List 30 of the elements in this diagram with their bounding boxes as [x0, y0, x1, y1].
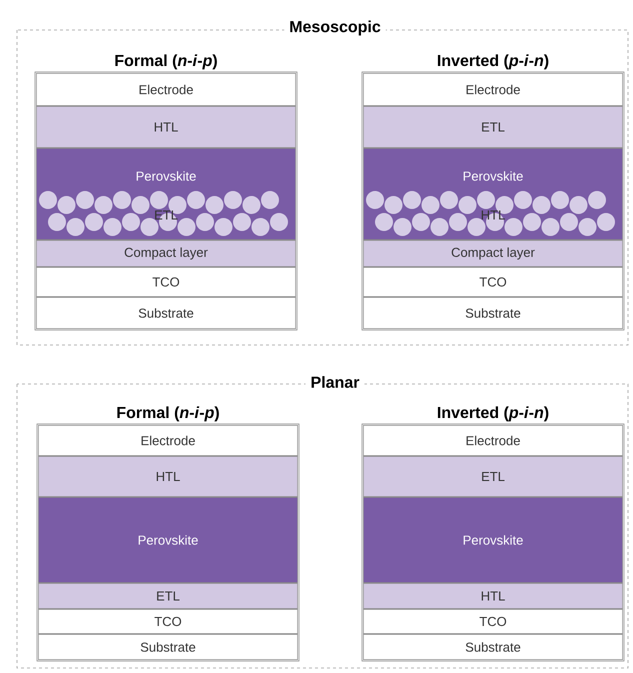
layer-band: TCO [38, 609, 298, 634]
layer-band: ETL [38, 583, 298, 609]
layer-band: Substrate [363, 634, 623, 660]
panel-title: Mesoscopic [284, 20, 386, 36]
layer-band: Compact layer [36, 240, 296, 267]
layer-band: HTL [363, 583, 623, 609]
stack-heading: Inverted (p-i-n) [438, 406, 548, 422]
layer-label: HTL [482, 210, 505, 220]
layer-band: ETL [363, 456, 623, 497]
layer-band: ETL [363, 106, 623, 148]
layer-band: Electrode [363, 73, 623, 106]
layer-band: Electrode [36, 73, 296, 106]
layer-band: Substrate [38, 634, 298, 660]
layer-band: Compact layer [363, 240, 623, 267]
stack-heading: Formal (n-i-p) [117, 406, 219, 422]
layer-band: TCO [36, 267, 296, 297]
layer-label: ETL [155, 210, 178, 220]
layer-band: Perovskite [38, 497, 298, 583]
stack-heading: Inverted (p-i-n) [438, 54, 548, 70]
stack-heading: Formal (n-i-p) [115, 54, 217, 70]
layer-band: Perovskite [363, 497, 623, 583]
layer-band: Electrode [38, 425, 298, 456]
panel-title: Planar [306, 375, 364, 389]
layer-band: Electrode [363, 425, 623, 456]
layer-band: HTL [36, 106, 296, 148]
layer-band: TCO [363, 267, 623, 297]
layer-band: Substrate [363, 297, 623, 329]
layer-band: TCO [363, 609, 623, 634]
layer-band: HTL [38, 456, 298, 497]
layer-band: Substrate [36, 297, 296, 329]
